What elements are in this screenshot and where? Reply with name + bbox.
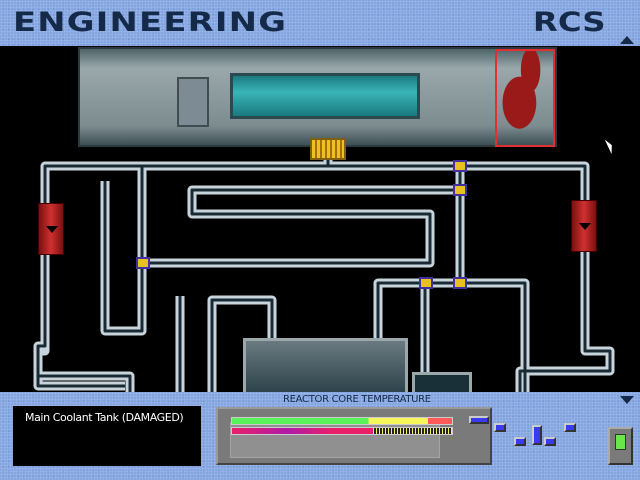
junction-valve — [453, 160, 467, 172]
header-bar: ENGINEERING RCS — [0, 0, 640, 46]
arrow-down-icon — [46, 226, 58, 233]
temperature-scale — [231, 417, 453, 425]
gauge-label: REACTOR CORE TEMPERATURE — [283, 394, 431, 405]
right-coolant-valve[interactable] — [571, 200, 597, 252]
scroll-up-arrow-icon[interactable] — [620, 36, 634, 44]
damage-indicator — [495, 49, 555, 147]
control-lever[interactable] — [532, 425, 542, 445]
system-title: RCS — [533, 7, 606, 38]
junction-valve — [419, 277, 433, 289]
tank-pump — [177, 77, 209, 127]
control-button[interactable] — [544, 437, 556, 446]
power-switch[interactable] — [608, 427, 633, 465]
tank-core — [230, 73, 420, 119]
temperature-level-bar — [231, 427, 453, 435]
temperature-gauge-panel — [216, 407, 576, 465]
junction-valve — [453, 184, 467, 196]
control-button[interactable] — [564, 423, 576, 432]
pipes-inner — [36, 156, 612, 392]
status-display: Main Coolant Tank (DAMAGED) — [13, 406, 201, 466]
reactor-chamber[interactable] — [243, 338, 408, 392]
control-button-up[interactable] — [469, 416, 489, 424]
temperature-fill — [232, 428, 373, 434]
pipe-junctions — [136, 160, 467, 289]
auxiliary-unit[interactable] — [412, 372, 472, 392]
pipe-network — [33, 156, 615, 392]
tank-connector[interactable] — [310, 138, 346, 160]
main-coolant-tank[interactable] — [78, 47, 557, 147]
control-panel: REACTOR CORE TEMPERATURE Main Coolant Ta… — [0, 392, 640, 480]
screen-title: ENGINEERING — [13, 7, 288, 38]
junction-valve — [453, 277, 467, 289]
left-coolant-valve[interactable] — [38, 203, 64, 255]
arrow-down-icon — [579, 223, 591, 230]
status-message: Main Coolant Tank (DAMAGED) — [25, 411, 184, 424]
scroll-down-arrow-icon[interactable] — [620, 396, 634, 404]
junction-valve — [136, 257, 150, 269]
control-button[interactable] — [514, 437, 526, 446]
coolant-schematic — [0, 46, 640, 392]
control-button[interactable] — [494, 423, 506, 432]
power-led-icon — [615, 434, 626, 450]
